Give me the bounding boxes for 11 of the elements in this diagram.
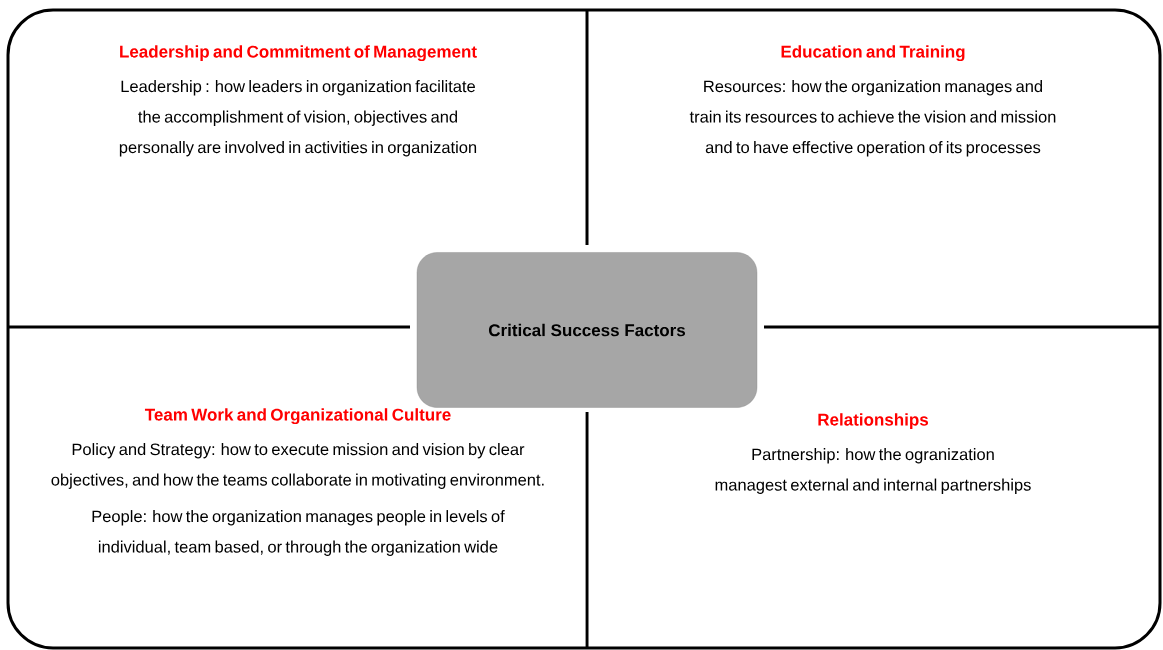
description: Leadership : how leaders in organization facilitate the accomplishment of vision, objectives and personally are involved in activities in organization — [119, 80, 477, 157]
center-box — [416, 252, 758, 408]
description: Policy and Strategy: how to execute mission and vision by clear objectives, and how the teams collaborate in motivating environment. — [51, 443, 544, 489]
heading: Relationships — [818, 413, 929, 430]
center-label: Critical Success Factors — [488, 323, 685, 337]
description: Resources: how the organization manages and train its resources to achieve the vision and mission and to have effective operation of its processes — [689, 80, 1056, 157]
description: People: how the organization manages people in levels of individual, team based, or through the organization wide — [92, 510, 505, 556]
heading: Team Work and Organizational Culture — [144, 408, 451, 425]
heading: Education and Training — [781, 45, 965, 62]
heading: Leadership and Commitment of Management — [120, 45, 477, 62]
description: Partnership: how the ogranization managest external and internal partnerships — [715, 448, 1031, 494]
